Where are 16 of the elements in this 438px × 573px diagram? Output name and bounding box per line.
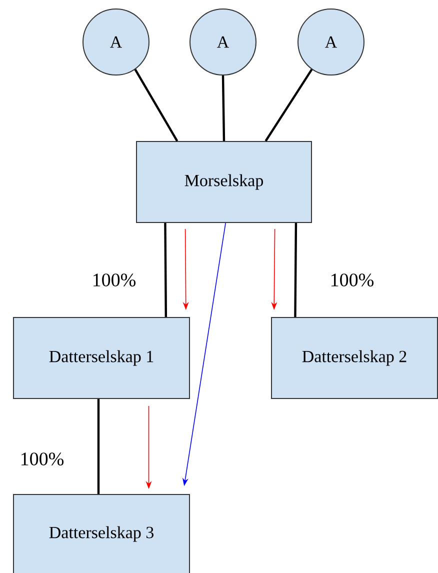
company-box: Datterselskap 3 xyxy=(13,494,190,573)
circle-node: A xyxy=(298,8,364,76)
company-box: Datterselskap 2 xyxy=(271,317,438,399)
company-box: Morselskap xyxy=(136,141,312,223)
edge-label: 100% xyxy=(90,272,138,288)
connector-line xyxy=(97,399,100,494)
edge-label: 100% xyxy=(18,452,66,466)
edge-label: 100% xyxy=(328,272,376,288)
connector-line xyxy=(294,223,298,318)
circle-node: A xyxy=(82,8,150,76)
circle-node: A xyxy=(190,8,256,76)
company-box: Datterselskap 1 xyxy=(13,317,190,399)
connector-line xyxy=(164,223,168,318)
connector-line xyxy=(134,68,178,142)
connector-line xyxy=(222,75,226,142)
connector-line xyxy=(264,68,313,142)
